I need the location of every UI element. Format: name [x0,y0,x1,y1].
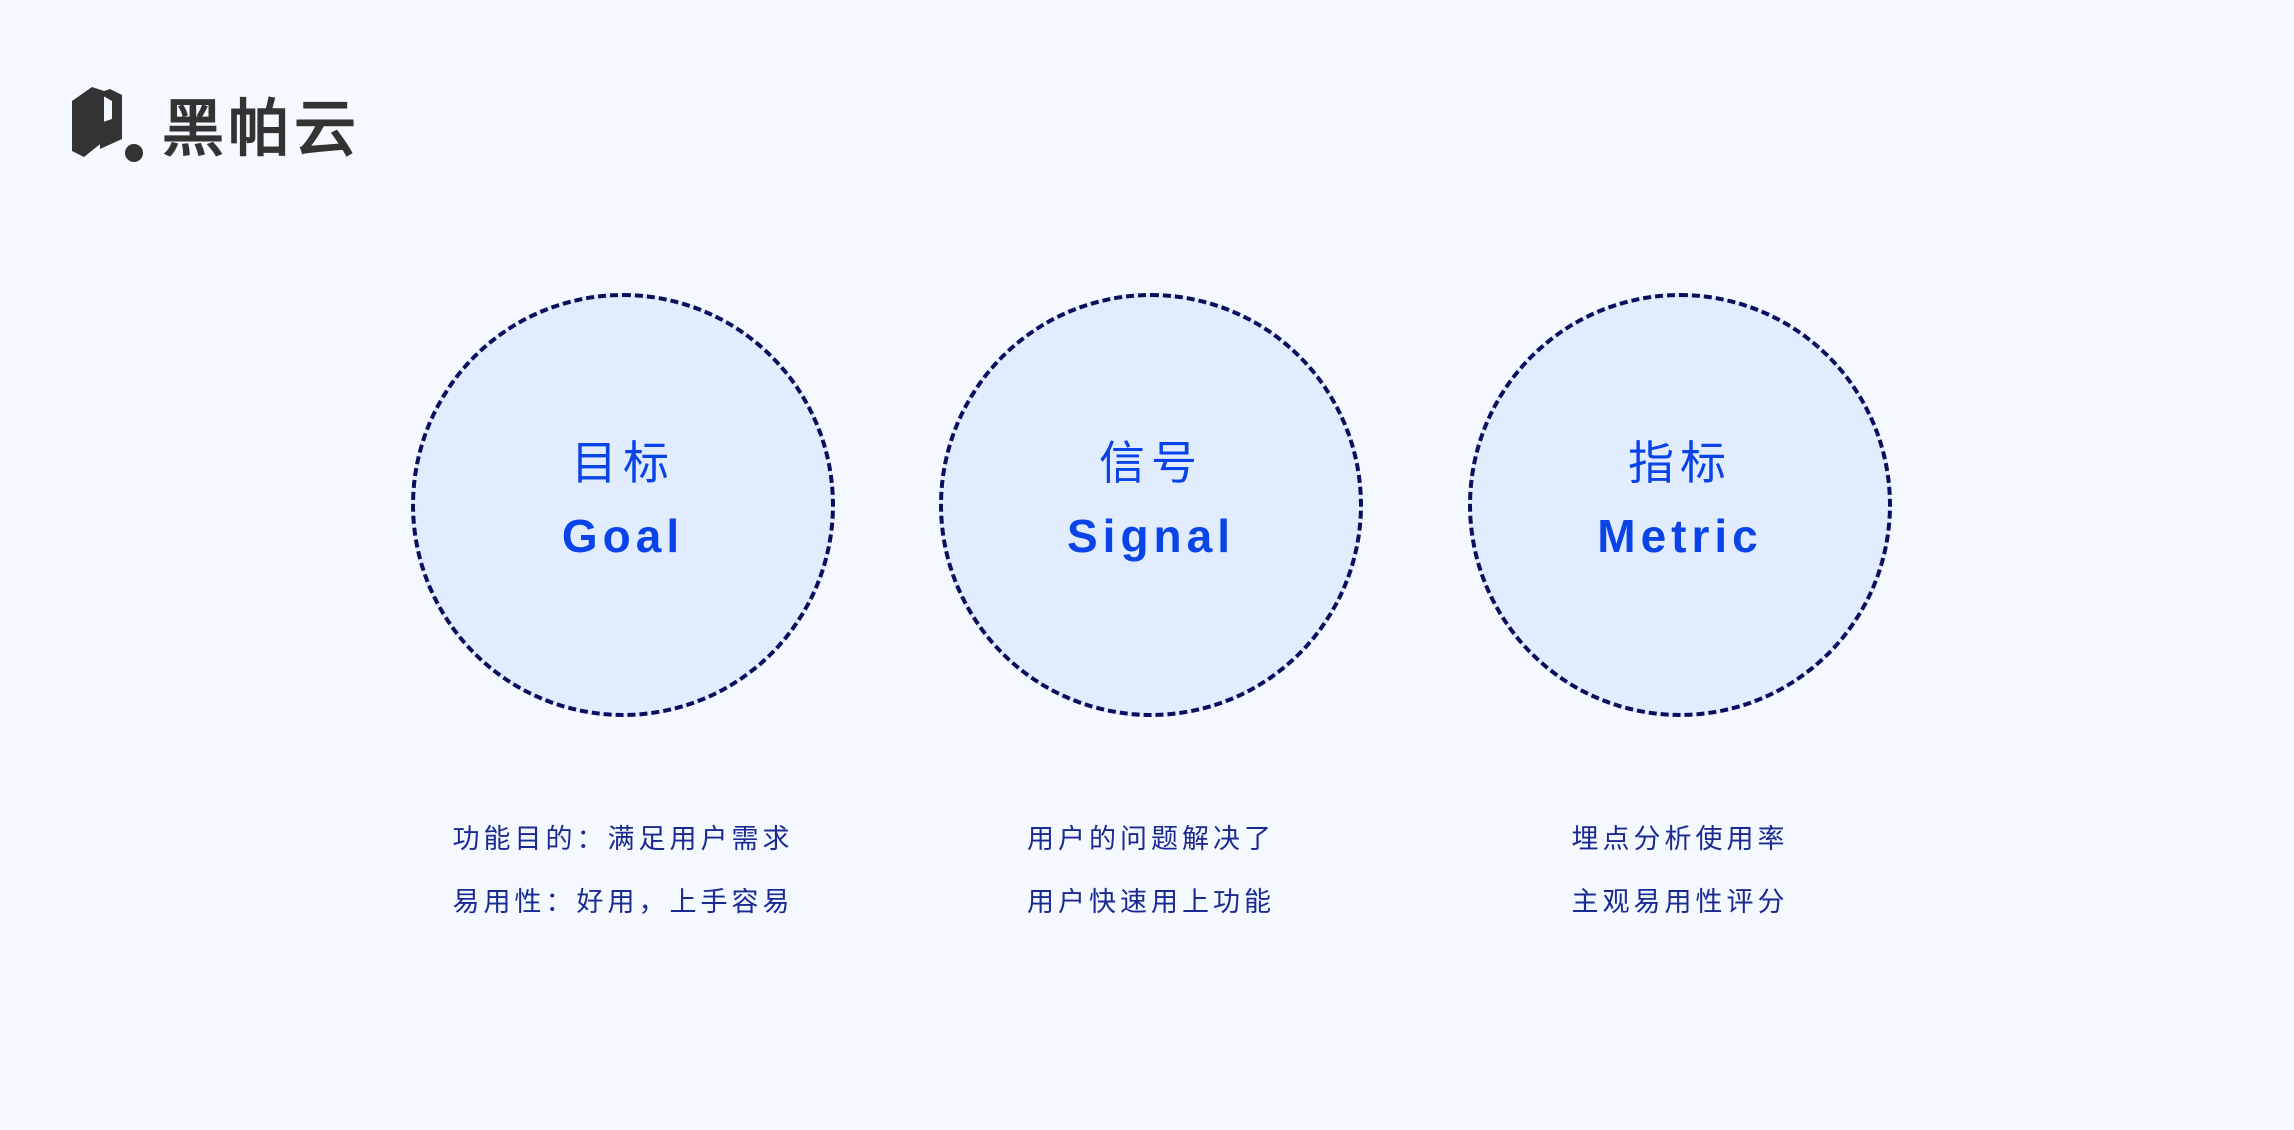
brand-logo: 黑帕云 [70,78,360,168]
signal-title-en: Signal [1066,510,1236,562]
caption-line: 易用性：好用，上手容易 [452,887,794,918]
caption-line: 用户快速用上功能 [1027,887,1275,918]
metric-title-zh: 指标 [1628,436,1732,490]
caption-line: 主观易用性评分 [1571,887,1789,918]
goal-title-en: Goal [561,510,685,562]
signal-title-zh: 信号 [1099,436,1203,490]
signal-circle: 信号 Signal [939,293,1363,717]
metric-title-en: Metric [1597,510,1763,562]
caption-line: 功能目的：满足用户需求 [452,824,794,855]
caption-line: 用户的问题解决了 [1027,824,1275,855]
signal-caption: 用户的问题解决了 用户快速用上功能 [901,820,1401,946]
logo-icon [72,87,143,162]
metric-caption: 埋点分析使用率 主观易用性评分 [1430,820,1930,946]
goal-title-zh: 目标 [571,436,675,490]
goal-circle: 目标 Goal [411,293,835,717]
brand-name: 黑帕云 [162,92,361,165]
caption-line: 埋点分析使用率 [1571,824,1789,855]
goal-caption: 功能目的：满足用户需求 易用性：好用，上手容易 [373,820,873,946]
metric-circle: 指标 Metric [1468,293,1892,717]
